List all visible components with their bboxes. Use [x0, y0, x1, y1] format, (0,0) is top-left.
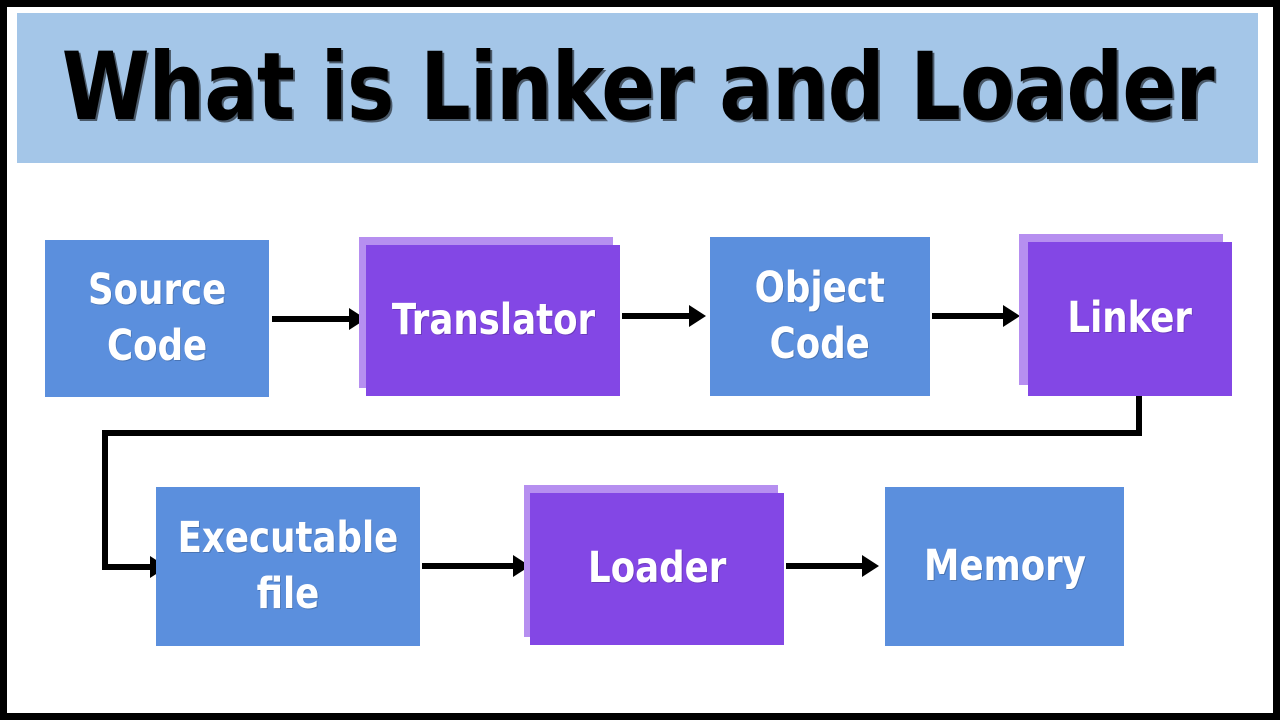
- arrow-linker-to-executable-segment-right: [102, 564, 154, 570]
- node-loader-label: Loader: [587, 543, 727, 594]
- arrow-object-code-to-linker-head: [1003, 305, 1020, 327]
- node-source-code-label: Source Code: [87, 265, 227, 371]
- arrow-source-code-to-translator-line: [272, 316, 355, 322]
- node-object-code: Object Code: [710, 237, 930, 396]
- node-linker-label: Linker: [1067, 293, 1193, 344]
- frame-border-bottom: [0, 713, 1280, 720]
- arrow-loader-to-memory-head: [862, 555, 879, 577]
- frame-border-right: [1273, 0, 1280, 720]
- node-executable-file-label: Executable file: [177, 513, 399, 619]
- arrow-translator-to-object-code-line: [622, 313, 692, 319]
- page-title: What is Linker and Loader: [61, 33, 1215, 142]
- node-memory-label: Memory: [923, 540, 1086, 591]
- node-translator-label: Translator: [391, 294, 595, 345]
- arrow-loader-to-memory-line: [786, 563, 866, 569]
- node-translator: Translator: [366, 245, 620, 396]
- arrow-linker-to-executable-segment-down: [1136, 396, 1142, 436]
- arrow-executable-to-loader-line: [422, 563, 517, 569]
- node-source-code: Source Code: [45, 240, 269, 397]
- frame-border-left: [0, 0, 7, 720]
- arrow-linker-to-executable-segment-left: [102, 430, 1142, 436]
- node-loader: Loader: [530, 493, 784, 645]
- node-linker: Linker: [1028, 242, 1232, 396]
- frame-border-top: [0, 0, 1280, 7]
- arrow-linker-to-executable-segment-down2: [102, 430, 108, 570]
- node-executable-file: Executable file: [156, 487, 420, 646]
- node-object-code-label: Object Code: [754, 263, 886, 369]
- arrow-object-code-to-linker-line: [932, 313, 1006, 319]
- arrow-translator-to-object-code-head: [689, 305, 706, 327]
- title-banner: What is Linker and Loader: [17, 13, 1258, 163]
- node-memory: Memory: [885, 487, 1124, 646]
